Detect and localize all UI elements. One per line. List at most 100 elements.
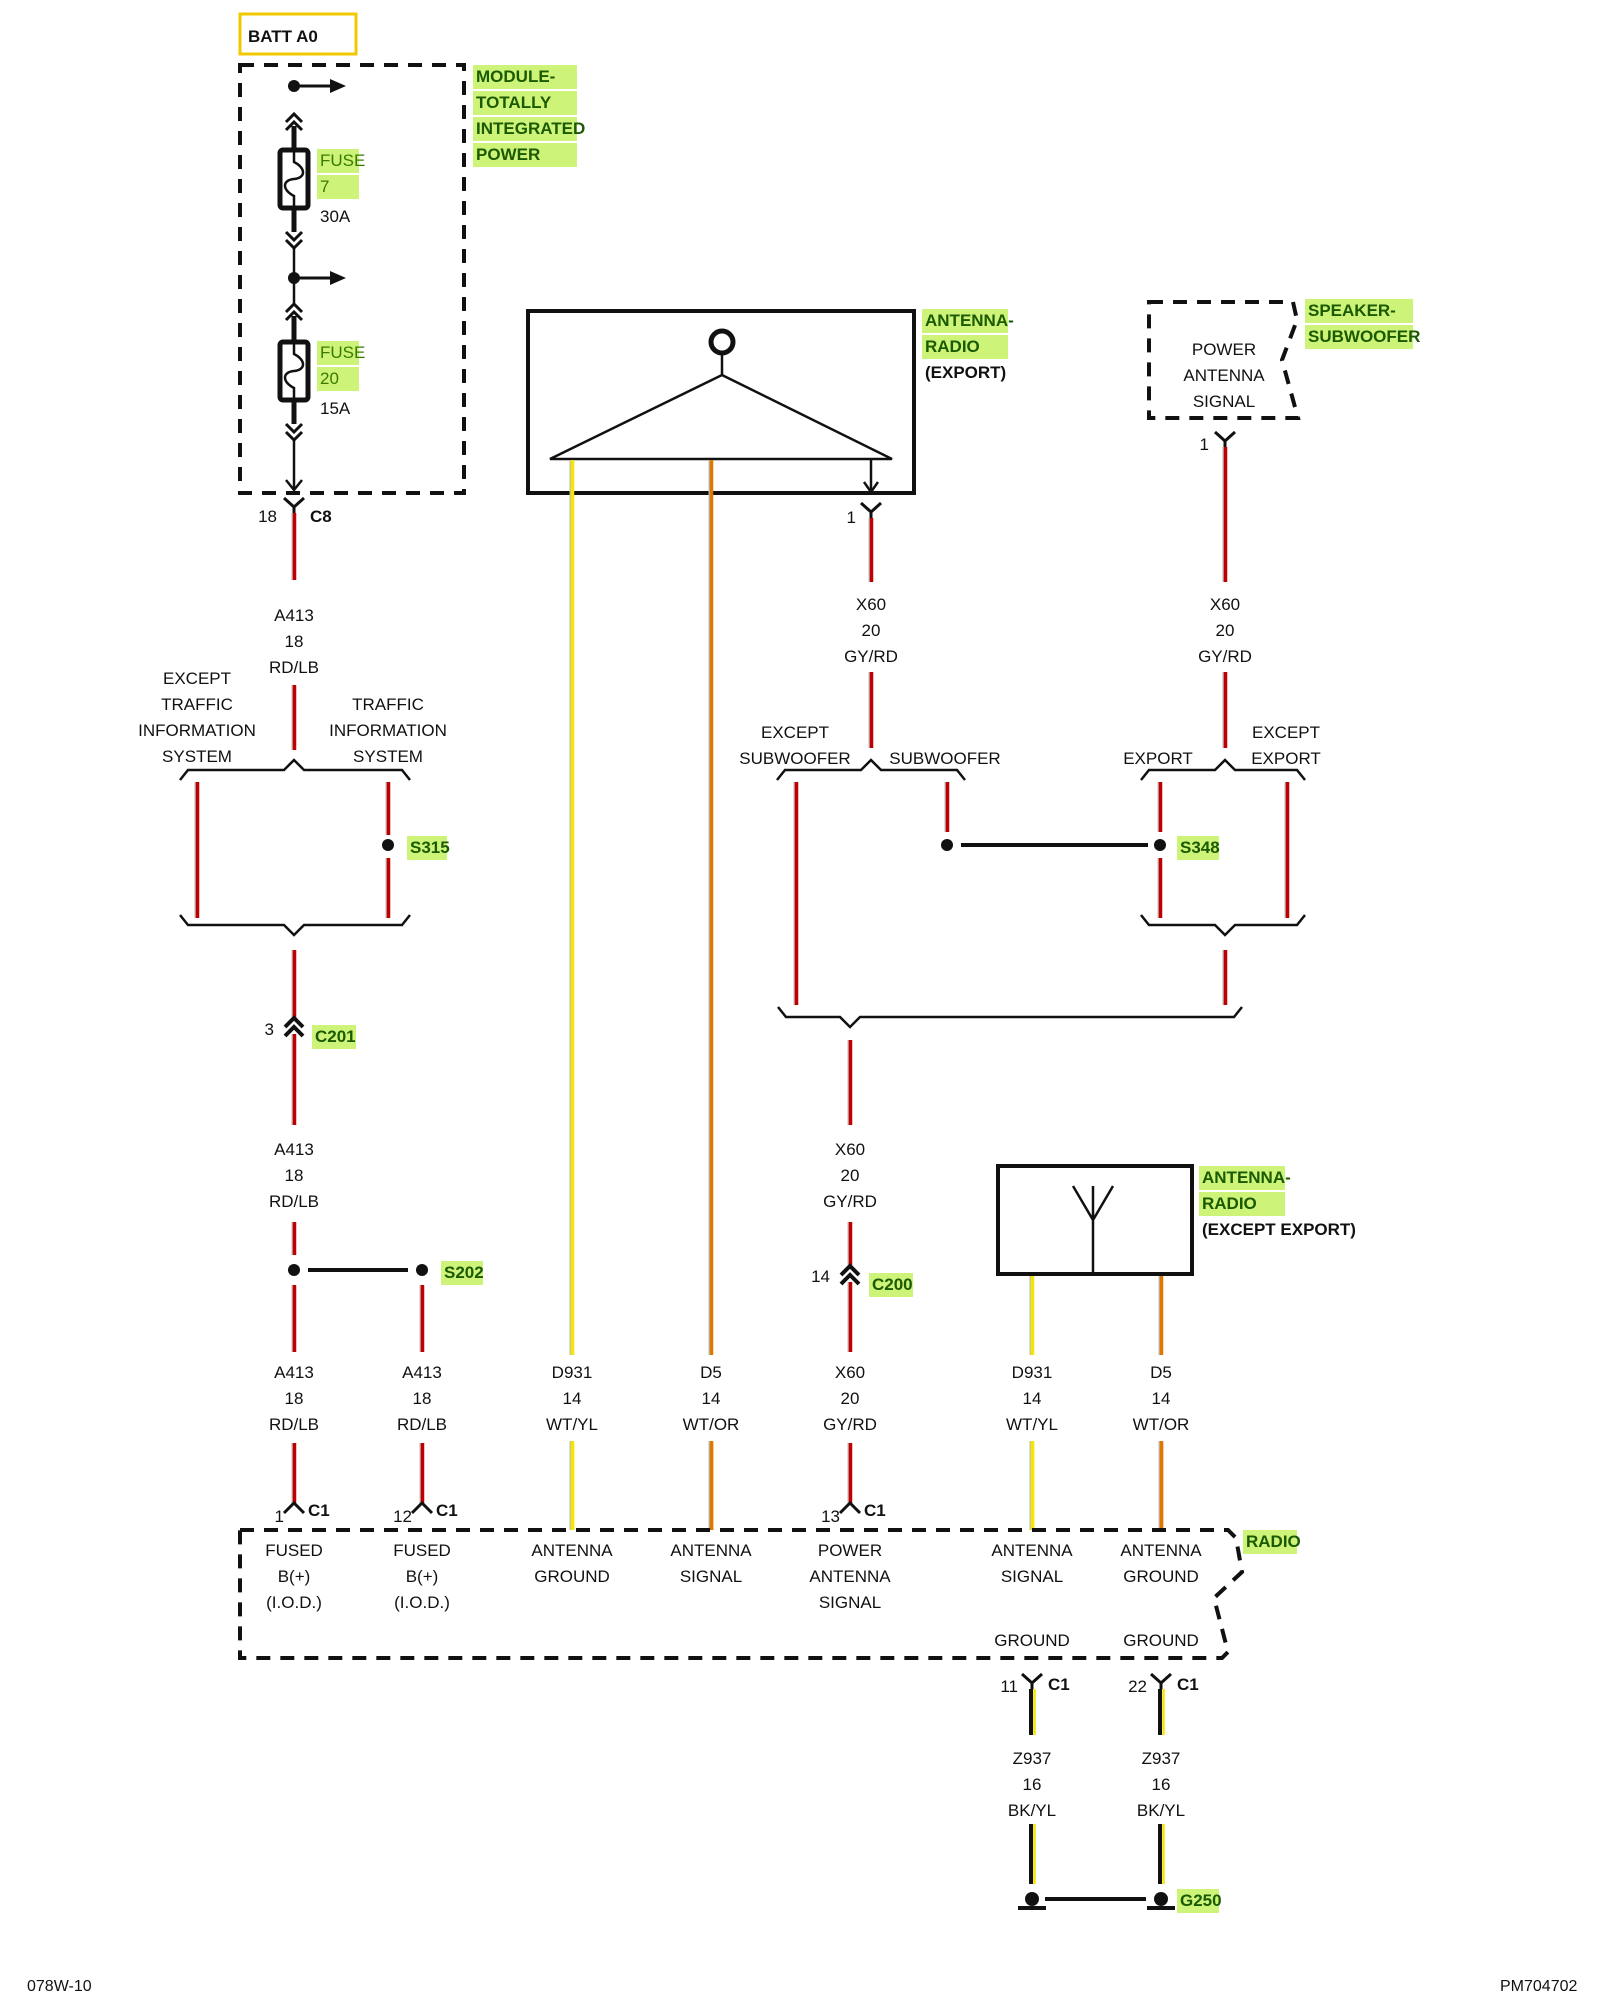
radio-pin-desc: GROUND	[534, 1567, 610, 1586]
option-except-tis: TRAFFIC	[161, 695, 233, 714]
antenna-export-qualifier: (EXPORT)	[925, 363, 1006, 382]
radio-pin-desc: SIGNAL	[680, 1567, 742, 1586]
speaker-pin-desc: SIGNAL	[1193, 392, 1255, 411]
tipm-name-highlight	[473, 117, 577, 141]
x60-antenna-label: X60	[856, 595, 886, 614]
x60-mid-label: X60	[835, 1140, 865, 1159]
radio-c1-connector-icon	[282, 1500, 306, 1515]
a413-mid-label: RD/LB	[269, 1192, 319, 1211]
c200-pin: 14	[811, 1267, 830, 1286]
antenna-except-export-name-highlight	[1199, 1166, 1285, 1190]
radio-name: RADIO	[1246, 1532, 1301, 1551]
a413-mid-label: A413	[274, 1140, 314, 1159]
tipm-name: TOTALLY	[476, 93, 552, 112]
speaker-subwoofer-name: SUBWOOFER	[1308, 327, 1420, 346]
export-option-bracket	[1140, 758, 1306, 781]
radio-pin-desc: GROUND	[1123, 1567, 1199, 1586]
antenna-export-box	[526, 309, 916, 495]
wire-label: RD/LB	[397, 1415, 447, 1434]
fuse20-label-highlight	[317, 341, 359, 365]
speaker-pin-desc: ANTENNA	[1183, 366, 1265, 385]
antenna-pin: 1	[847, 508, 856, 527]
antenna-except-export-name: ANTENNA-	[1202, 1168, 1291, 1187]
x60-mid-label: 20	[841, 1166, 860, 1185]
wire-label: D5	[700, 1363, 722, 1382]
radio-c1-name: C1	[308, 1501, 330, 1520]
fuse20-label: FUSE	[320, 343, 365, 362]
export-merge-bracket	[1140, 914, 1306, 937]
z937-label: 16	[1152, 1775, 1171, 1794]
radio-pin-desc: B(+)	[406, 1567, 439, 1586]
tipm-module-outline	[238, 63, 466, 495]
antenna-icon	[1071, 1185, 1115, 1274]
speaker-subwoofer-name: SPEAKER-	[1308, 301, 1396, 320]
fuse7	[283, 150, 305, 208]
wire-label-bg	[805, 1355, 895, 1441]
option-export: EXPORT	[1123, 749, 1193, 768]
c200-label: C200	[872, 1275, 913, 1294]
speaker-pin: 1	[1200, 435, 1209, 454]
wire-label: WT/YL	[1006, 1415, 1058, 1434]
c8-name: C8	[310, 507, 332, 526]
batt-box	[238, 12, 358, 56]
option-except-tis: SYSTEM	[162, 747, 232, 766]
arrow-down-icon	[862, 481, 880, 495]
c200-inline-connector-icon	[839, 1263, 861, 1286]
fuse20-number-highlight	[317, 367, 359, 391]
wire-label: GY/RD	[823, 1415, 877, 1434]
x60-antenna-label: GY/RD	[844, 647, 898, 666]
option-tis: SYSTEM	[353, 747, 423, 766]
radio-c1-pin: 1	[275, 1507, 284, 1526]
s315-label: S315	[410, 838, 450, 857]
tipm-name: POWER	[476, 145, 540, 164]
radio-pin-desc: B(+)	[278, 1567, 311, 1586]
radio-c1-connector-icon	[410, 1500, 434, 1515]
diagram-code: 078W-10	[27, 1978, 92, 1995]
radio-ground-pin-desc: GROUND	[1123, 1631, 1199, 1650]
wire-label: 14	[702, 1389, 721, 1408]
wire-label: WT/OR	[683, 1415, 740, 1434]
ground-c1-name: C1	[1048, 1675, 1070, 1694]
option-subwoofer: SUBWOOFER	[889, 749, 1000, 768]
c201-label: C201	[315, 1027, 356, 1046]
antenna-pin-connector-icon	[859, 501, 883, 518]
radio-pin-desc: ANTENNA	[991, 1541, 1073, 1560]
x60-speaker-label: X60	[1210, 595, 1240, 614]
s315-label-highlight	[407, 836, 447, 860]
wire-label: RD/LB	[269, 1415, 319, 1434]
radio-pin-desc: SIGNAL	[1001, 1567, 1063, 1586]
fuse7-number: 7	[320, 177, 329, 196]
ground-c1-connector-icon	[1149, 1672, 1173, 1689]
z937-label: 16	[1023, 1775, 1042, 1794]
option-except-tis: EXCEPT	[163, 669, 231, 688]
radio-pin-desc: ANTENNA	[1120, 1541, 1202, 1560]
wire-label: 14	[1152, 1389, 1171, 1408]
option-except-export: EXCEPT	[1252, 723, 1320, 742]
ground-icon	[1025, 1892, 1039, 1906]
option-except-export: EXPORT	[1251, 749, 1321, 768]
tipm-name: INTEGRATED	[476, 119, 585, 138]
s202-splice-dot-1	[288, 1264, 300, 1276]
g250-label-highlight	[1177, 1889, 1219, 1913]
fuse7-label-highlight	[317, 149, 359, 173]
radio-pin-desc: POWER	[818, 1541, 882, 1560]
radio-pin-desc: ANTENNA	[531, 1541, 613, 1560]
speaker-subwoofer-name-highlight	[1305, 325, 1413, 349]
ground-icon	[1154, 1892, 1168, 1906]
wire-label: WT/OR	[1133, 1415, 1190, 1434]
batt-label: BATT A0	[248, 27, 318, 46]
arrow-down-icon	[285, 479, 303, 493]
wire-label: D931	[552, 1363, 593, 1382]
z937-label: Z937	[1013, 1749, 1052, 1768]
c201-label-highlight	[312, 1025, 356, 1049]
wire-label-bg	[527, 1355, 617, 1441]
g250-label: G250	[1180, 1891, 1222, 1910]
radio-pin-desc: ANTENNA	[670, 1541, 752, 1560]
a413-mid-label: 18	[285, 1166, 304, 1185]
wire-label-bg	[249, 1355, 339, 1441]
c8-connector-icon	[282, 496, 306, 513]
wire-label-bg	[377, 1355, 467, 1441]
option-except-subwoofer: EXCEPT	[761, 723, 829, 742]
tipm-name-highlight	[473, 65, 577, 89]
